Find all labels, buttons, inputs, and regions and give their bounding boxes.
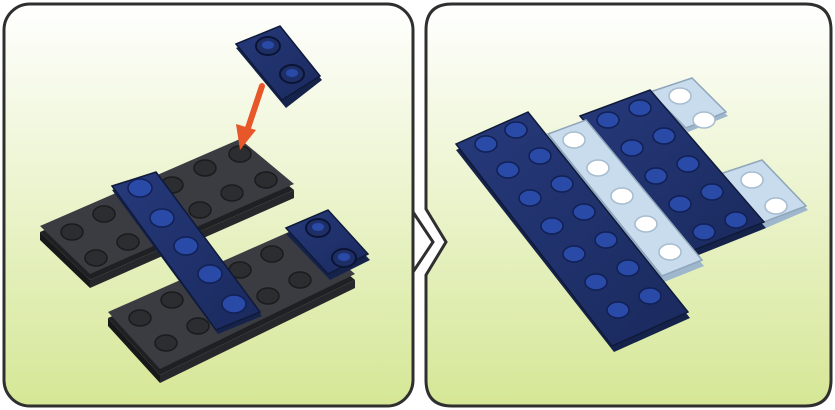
callout-notch-icon	[413, 212, 433, 272]
